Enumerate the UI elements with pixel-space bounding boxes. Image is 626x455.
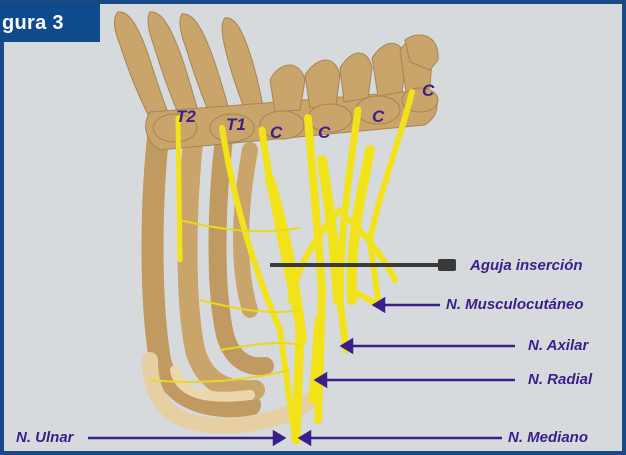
label-n-mediano: N. Mediano (508, 429, 588, 447)
cervical-vertebra-3 (340, 53, 372, 102)
cervical-vertebra-1 (270, 65, 305, 112)
vertebra-label-t2: T2 (176, 108, 196, 126)
label-aguja-insercion: Aguja inserción (470, 257, 583, 275)
arrow-ulnar-head (274, 432, 284, 444)
nerve-cord-main (296, 330, 300, 440)
label-n-musculocutaneo: N. Musculocutáneo (446, 296, 584, 314)
vertebra-label-c7: C (318, 124, 330, 142)
vertebra-label-c8: C (270, 124, 282, 142)
label-n-radial: N. Radial (528, 371, 592, 389)
upper-rib-4 (222, 18, 264, 118)
nerve-root-t2 (178, 118, 180, 260)
cervical-vertebra-2 (305, 60, 340, 108)
figure-number-label: gura 3 (0, 4, 100, 42)
vertebra-label-t1: T1 (226, 116, 246, 134)
vertebra-label-c5: C (422, 82, 434, 100)
vertebra-label-c6: C (372, 108, 384, 126)
label-n-axilar: N. Axilar (528, 337, 588, 355)
needle-hub (438, 259, 456, 271)
label-n-ulnar: N. Ulnar (16, 429, 74, 447)
arrow-mediano-head (300, 432, 310, 444)
